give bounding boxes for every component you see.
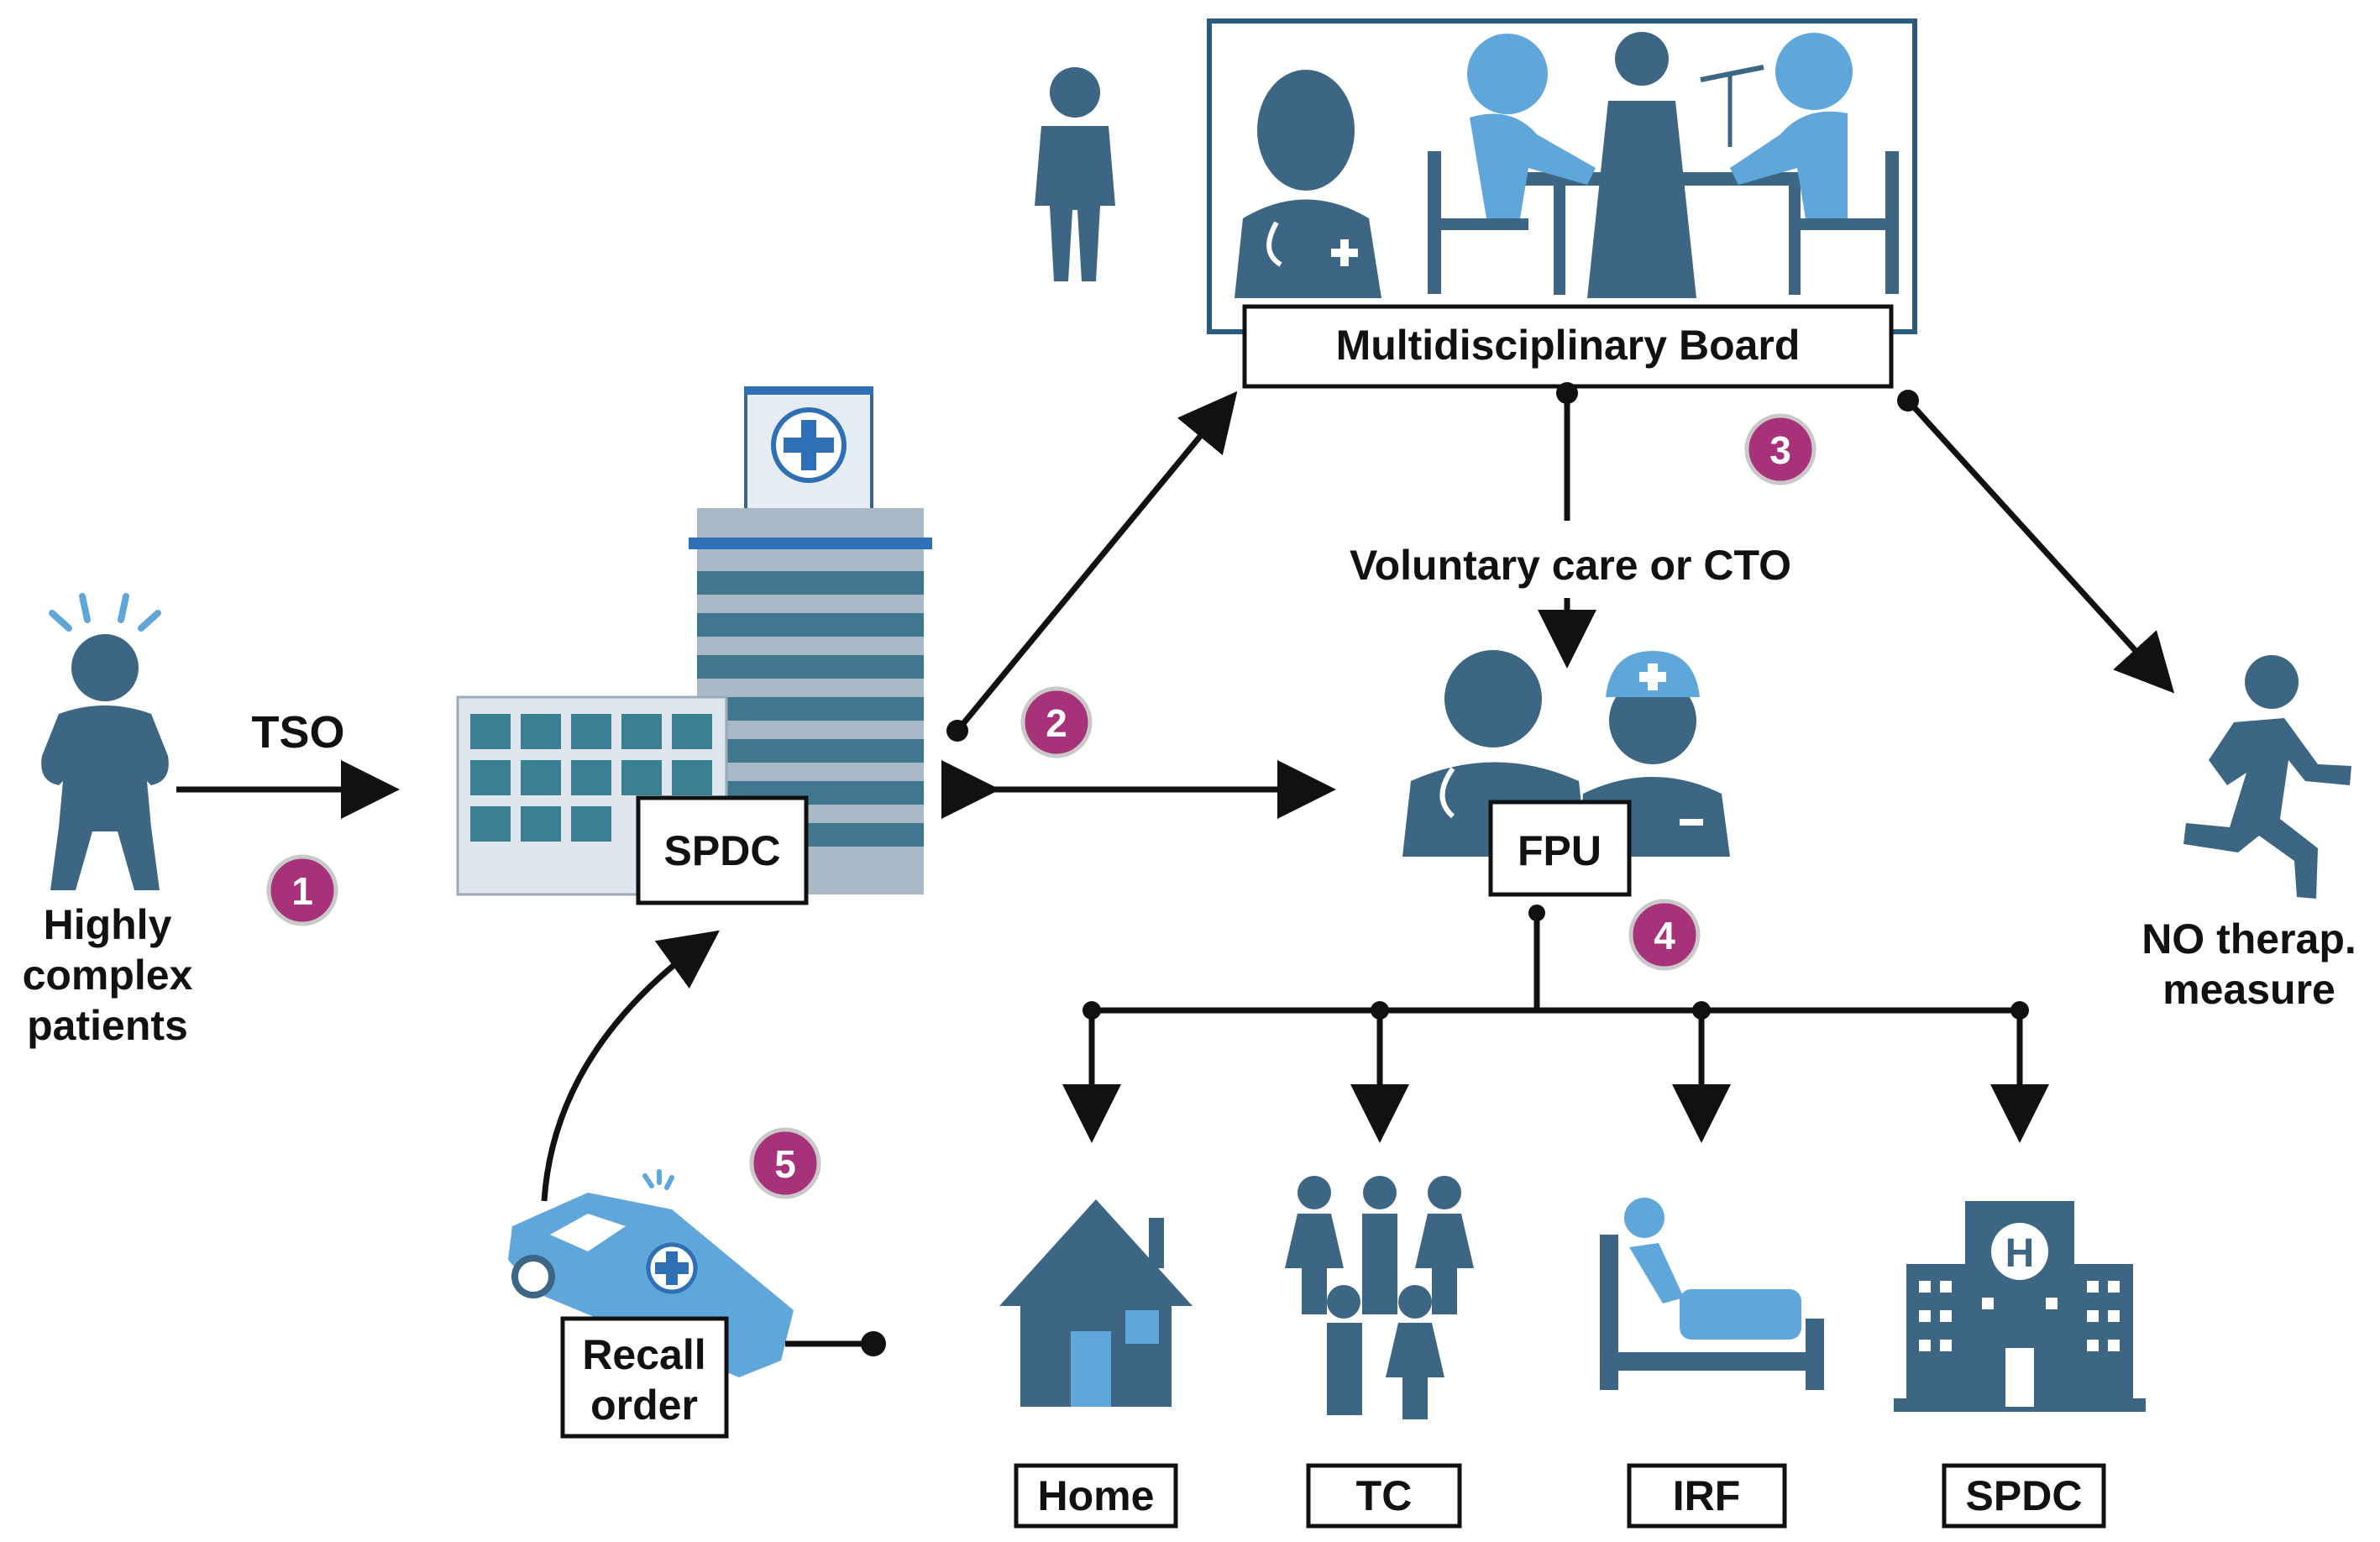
patients-label-line3: patients — [27, 1002, 188, 1049]
recall-label-line2: order — [590, 1382, 698, 1429]
board-label: Multidisciplinary Board — [1336, 322, 1801, 369]
hospital-h-icon: H — [1894, 1201, 2146, 1412]
svg-text:5: 5 — [774, 1142, 796, 1186]
board-meeting-icon — [1235, 32, 1899, 298]
home-label: Home — [1038, 1472, 1155, 1519]
group-of-people-icon — [1285, 1176, 1474, 1419]
step-badge-5: 5 — [749, 1127, 821, 1199]
patients-label-line1: Highly — [44, 901, 172, 948]
spdc-dest-label: SPDC — [1966, 1472, 2083, 1519]
board-to-no-measure-arrow — [1906, 398, 2175, 694]
connector-dot — [861, 1331, 886, 1356]
home-icon — [999, 1199, 1193, 1407]
step-badge-2: 2 — [1020, 686, 1093, 758]
spdc-hospital-label-box — [636, 795, 809, 905]
voluntary-care-label: Voluntary care or CTO — [1350, 542, 1791, 589]
recall-label-box — [560, 1316, 729, 1439]
step-badge-3: 3 — [1744, 413, 1816, 485]
no-measure-label-line2: measure — [2162, 966, 2335, 1013]
fpu-label: FPU — [1518, 827, 1602, 874]
fpu-label-box — [1488, 800, 1632, 897]
svg-text:4: 4 — [1654, 914, 1675, 957]
svg-text:1: 1 — [291, 869, 313, 913]
svg-text:2: 2 — [1046, 701, 1067, 745]
step-badge-1: 1 — [266, 854, 338, 926]
no-measure-label-line1: NO therap. — [2141, 915, 2356, 962]
svg-text:H: H — [2005, 1231, 2035, 1276]
tc-label: TC — [1356, 1472, 1413, 1519]
recall-to-spdc-arrow — [541, 930, 721, 1202]
svg-text:3: 3 — [1769, 428, 1791, 472]
running-person-icon — [2183, 655, 2351, 899]
home-label-box — [1014, 1463, 1178, 1529]
spdc-hospital-label: SPDC — [664, 827, 781, 874]
patients-label-line2: complex — [23, 952, 193, 999]
spdc-dest-label-box — [1942, 1463, 2106, 1529]
board-label-box — [1242, 304, 1894, 389]
spdc-to-board-arrow — [955, 391, 1238, 733]
tso-label: TSO — [251, 707, 344, 758]
irf-label: IRF — [1673, 1472, 1741, 1519]
irf-label-box — [1627, 1463, 1787, 1529]
standing-person-icon — [1035, 67, 1115, 281]
patient-in-bed-icon — [1600, 1198, 1824, 1390]
recall-label-line1: Recall — [582, 1331, 705, 1378]
tc-label-box — [1306, 1463, 1462, 1529]
stressed-person-icon — [41, 593, 169, 890]
step-badge-4: 4 — [1628, 899, 1701, 971]
